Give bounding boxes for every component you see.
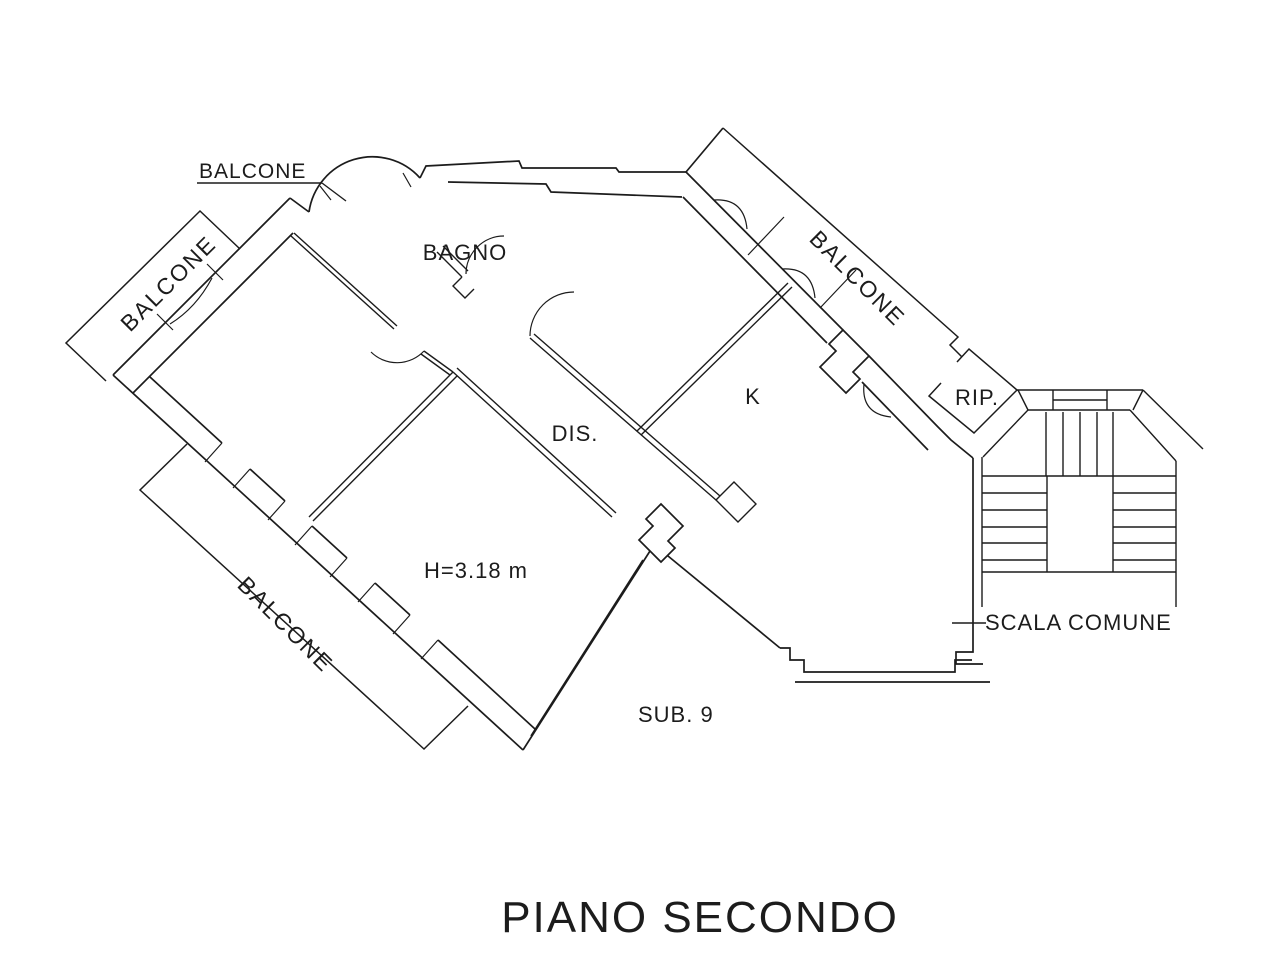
pier-k xyxy=(715,481,757,523)
door-arc-k xyxy=(863,383,892,418)
balcony-bottom-outline xyxy=(138,443,469,751)
labels: BALCONE BALCONE BAGNO BALCONE BALCONE K … xyxy=(115,160,1172,942)
stair-diagonals xyxy=(982,389,1204,462)
rip-room-outline xyxy=(927,347,1019,435)
pier-se xyxy=(637,502,685,564)
interior-partitions xyxy=(290,232,793,523)
balcony-right-outline xyxy=(722,127,963,358)
label-rip: RIP. xyxy=(955,385,999,410)
exterior-walls xyxy=(112,127,990,751)
label-balcone-right: BALCONE xyxy=(805,225,911,331)
top-edge-inner xyxy=(447,181,683,198)
top-edge-to-balcony xyxy=(685,127,724,173)
balcony-right-ticks xyxy=(747,216,857,309)
wall-sw-inner xyxy=(149,376,536,730)
bedroom-se-wall xyxy=(308,371,458,522)
staircase xyxy=(952,389,1204,624)
door-swings xyxy=(370,199,892,418)
stair-shaft xyxy=(1046,476,1114,572)
stair-corner-connectors xyxy=(1017,389,1144,411)
balcone-top-leader-line xyxy=(321,182,347,202)
stair-side-walls xyxy=(981,457,1177,607)
label-dis: DIS. xyxy=(552,421,599,446)
bedroom-ne-wall xyxy=(290,232,454,376)
window-ticks xyxy=(156,263,439,660)
pier-ne xyxy=(818,328,871,395)
door-arc-balcony-1 xyxy=(713,199,748,230)
floor-title: PIANO SECONDO xyxy=(501,893,899,942)
door-arc-balcony-2 xyxy=(781,268,816,299)
stairwell-west-wall xyxy=(955,458,983,665)
curved-balcony-arc xyxy=(308,155,421,213)
windows-sw-wall xyxy=(204,442,439,660)
wall-ne-outer xyxy=(685,171,844,331)
wall-nw-inner xyxy=(132,232,294,394)
door-arc-dis-bagno xyxy=(529,291,575,337)
entry-steps xyxy=(780,647,972,673)
wall-se-inner xyxy=(530,559,644,737)
bagno-door-pier xyxy=(436,245,475,299)
wall-entry-diag xyxy=(667,555,781,649)
door-arc-bedroom xyxy=(370,350,425,364)
window-leaf-arc xyxy=(169,277,213,325)
balcone-top-leader xyxy=(197,182,347,202)
wall-ne-inner-2 xyxy=(861,381,929,451)
top-edge-jagged xyxy=(419,160,686,179)
stair-treads-right xyxy=(1113,492,1176,561)
partition-bagno-k xyxy=(636,282,793,436)
wall-ne-outer-2 xyxy=(868,355,974,459)
stair-treads-left xyxy=(982,492,1047,561)
label-k: K xyxy=(745,384,761,409)
label-sub9: SUB. 9 xyxy=(638,702,714,727)
door-arc-bagno xyxy=(465,235,505,275)
label-balcone-bottom: BALCONE xyxy=(233,571,339,677)
stair-top-landing xyxy=(1052,390,1108,410)
curved-balcony-ticks xyxy=(319,172,412,201)
balconies xyxy=(64,127,1019,751)
partition-dis-right xyxy=(529,333,721,501)
balcony-left-outline xyxy=(64,209,241,382)
wall-ne-inner xyxy=(682,196,828,344)
label-scala-comune: SCALA COMUNE xyxy=(985,610,1172,635)
partition-dis-left xyxy=(452,367,617,518)
label-balcone-top: BALCONE xyxy=(199,160,306,183)
windows-nw-wall xyxy=(156,263,224,331)
wall-sw-outer xyxy=(112,374,524,751)
stair-treads-top xyxy=(1045,412,1114,476)
top-edge-apex xyxy=(289,197,310,213)
label-bagno: BAGNO xyxy=(423,240,507,265)
wall-nw-outer xyxy=(112,197,291,376)
label-height-note: H=3.18 m xyxy=(424,558,528,583)
